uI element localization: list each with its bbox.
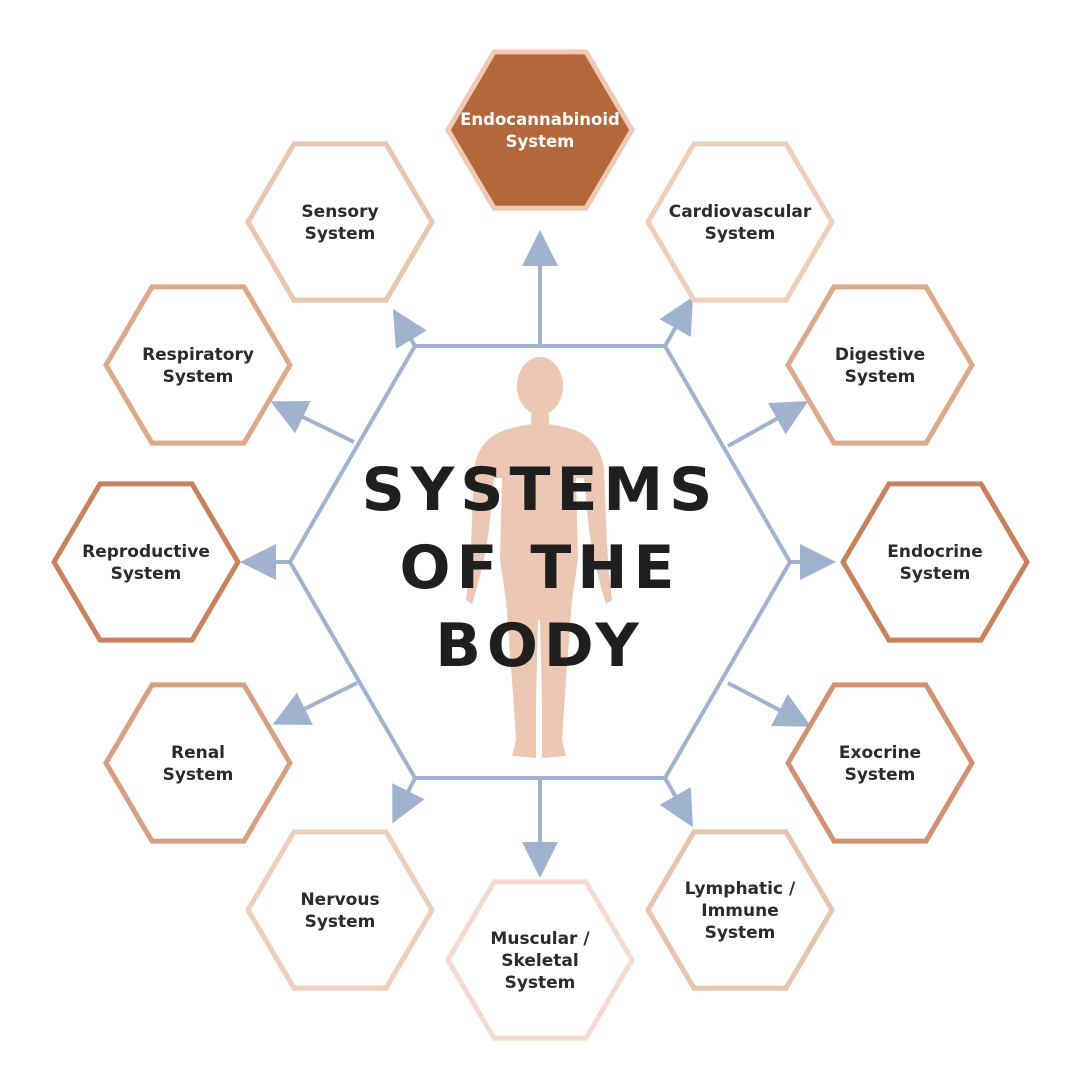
label-digestive-line-1: Digestive <box>835 345 925 365</box>
hexagon-endocannabinoid <box>445 49 635 211</box>
hexagon-nervous <box>245 829 435 991</box>
title-line-3: BODY <box>435 611 645 681</box>
label-exocrine-line-2: System <box>845 765 916 785</box>
label-muscular-line-1: Muscular / <box>490 929 590 949</box>
arrow-to-nervous <box>392 777 425 824</box>
label-muscular-line-3: System <box>505 973 576 993</box>
label-reproductive-line-2: System <box>111 564 182 584</box>
hexagon-renal <box>103 682 293 844</box>
label-renal-line-2: System <box>163 765 234 785</box>
human-figure-icon <box>466 357 612 758</box>
label-respiratory-line-1: Respiratory <box>142 345 254 365</box>
label-reproductive-line-1: Reproductive <box>82 542 210 562</box>
arrow-to-digestive <box>727 401 809 448</box>
label-nervous-line-1: Nervous <box>300 890 379 910</box>
diagram-title: SYSTEMS OF THE BODY <box>362 455 719 681</box>
arrow-to-sensory <box>392 308 427 349</box>
arrow-to-cardiovascular <box>659 296 693 347</box>
label-exocrine-line-1: Exocrine <box>839 743 921 763</box>
label-lymphatic-line-3: System <box>705 923 776 943</box>
hexagon-muscular <box>445 879 635 1041</box>
label-cardiovascular-line-2: System <box>705 224 776 244</box>
label-nervous-line-2: System <box>305 912 376 932</box>
label-sensory-line-1: Sensory <box>301 202 378 222</box>
hexagon-exocrine <box>785 682 975 844</box>
label-muscular-line-2: Skeletal <box>501 951 578 971</box>
hexagon-lymphatic <box>645 829 835 991</box>
label-cardiovascular-line-1: Cardiovascular <box>669 202 812 222</box>
hexagon-reproductive <box>51 481 241 643</box>
connector-arrows <box>240 230 836 878</box>
label-endocannabinoid-line-1: Endocannabinoid <box>460 110 620 129</box>
arrow-to-respiratory <box>270 400 355 444</box>
hexagon-respiratory <box>103 284 293 446</box>
arrow-to-exocrine <box>727 681 812 727</box>
label-endocrine-line-1: Endocrine <box>887 542 982 562</box>
label-sensory-line-2: System <box>305 224 376 244</box>
system-nodes: EndocannabinoidSystemCardiovascularSyste… <box>51 49 1030 1041</box>
label-renal-line-1: Renal <box>171 743 225 763</box>
hexagon-digestive <box>785 284 975 446</box>
label-lymphatic-line-2: Immune <box>701 901 779 921</box>
title-line-2: OF THE <box>399 533 680 603</box>
label-lymphatic-line-1: Lymphatic / <box>685 879 796 899</box>
hexagon-sensory <box>245 141 435 303</box>
hexagon-cardiovascular <box>645 141 835 303</box>
arrow-to-renal <box>272 681 358 725</box>
label-endocannabinoid-line-2: System <box>506 132 575 151</box>
arrow-to-lymphatic <box>659 777 693 828</box>
label-respiratory-line-2: System <box>163 367 234 387</box>
title-line-1: SYSTEMS <box>362 455 719 525</box>
label-digestive-line-2: System <box>845 367 916 387</box>
label-endocrine-line-2: System <box>900 564 971 584</box>
hexagon-endocrine <box>840 481 1030 643</box>
